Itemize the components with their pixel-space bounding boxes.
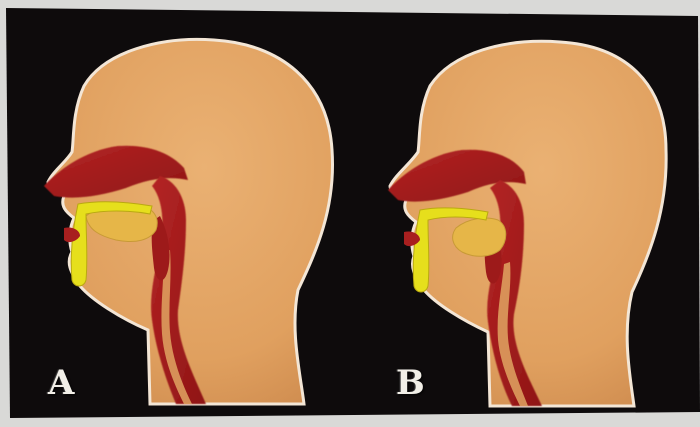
panel-label-b: B xyxy=(396,366,425,400)
panel-label-a: A xyxy=(48,366,74,400)
